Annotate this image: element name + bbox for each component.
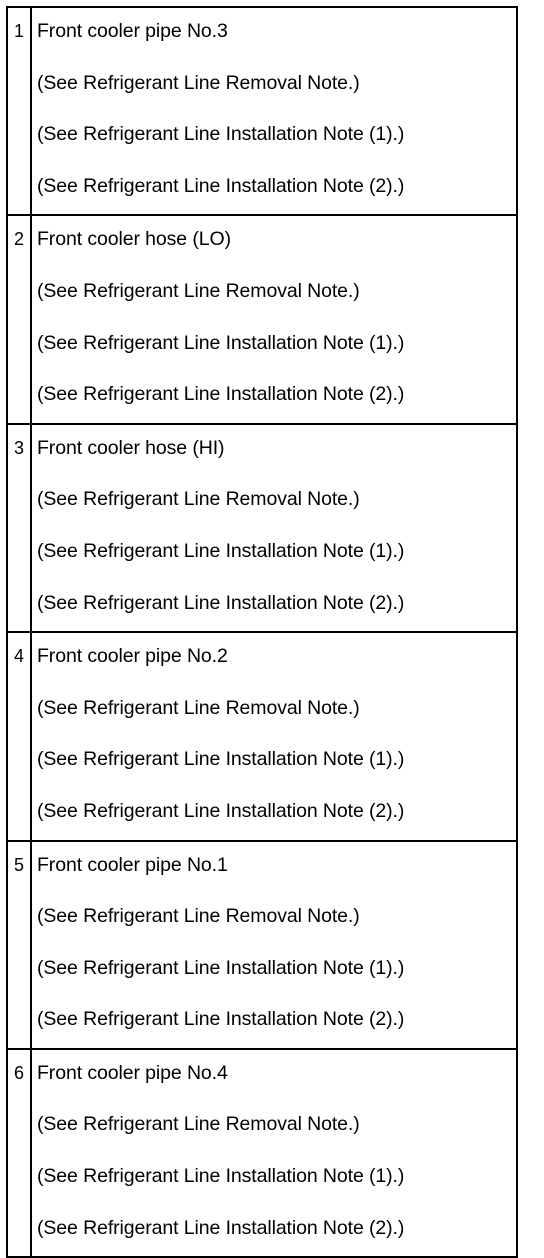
removal-note-link[interactable]: (See Refrigerant Line Removal Note.) [37, 71, 360, 94]
table-row: 4 Front cooler pipe No.2 (See Refrigeran… [6, 631, 518, 842]
removal-note-link[interactable]: (See Refrigerant Line Removal Note.) [37, 488, 360, 511]
installation-note-2-link[interactable]: (See Refrigerant Line Installation Note … [37, 383, 405, 406]
item-text-cell: Front cooler pipe No.1 (See Refrigerant … [30, 839, 518, 1050]
installation-note-2-link[interactable]: (See Refrigerant Line Installation Note … [37, 1008, 405, 1031]
removal-note-link[interactable]: (See Refrigerant Line Removal Note.) [37, 1113, 360, 1136]
part-name: Front cooler pipe No.2 [37, 645, 228, 668]
installation-note-2-link[interactable]: (See Refrigerant Line Installation Note … [37, 1216, 405, 1239]
installation-note-2-link[interactable]: (See Refrigerant Line Installation Note … [37, 591, 405, 614]
item-text-cell: Front cooler hose (LO) (See Refrigerant … [30, 214, 518, 425]
item-text-cell: Front cooler hose (HI) (See Refrigerant … [30, 422, 518, 634]
part-name: Front cooler pipe No.3 [37, 20, 228, 42]
installation-note-1-link[interactable]: (See Refrigerant Line Installation Note … [37, 1165, 405, 1188]
item-number-cell: 6 [6, 1047, 32, 1258]
item-number-cell: 2 [6, 214, 32, 425]
table-row: 3 Front cooler hose (HI) (See Refrigeran… [6, 422, 518, 634]
table-row: 5 Front cooler pipe No.1 (See Refrigeran… [6, 839, 518, 1050]
item-number: 6 [13, 1062, 24, 1083]
table-row: 6 Front cooler pipe No.4 (See Refrigeran… [6, 1047, 518, 1258]
installation-note-1-link[interactable]: (See Refrigerant Line Installation Note … [37, 748, 405, 771]
removal-note-link[interactable]: (See Refrigerant Line Removal Note.) [37, 696, 360, 719]
parts-table: 1 Front cooler pipe No.3 (See Refrigeran… [6, 5, 518, 1258]
removal-note-link[interactable]: (See Refrigerant Line Removal Note.) [37, 279, 360, 302]
item-number-cell: 5 [6, 839, 32, 1050]
part-name: Front cooler hose (HI) [37, 436, 225, 459]
item-number: 4 [13, 646, 24, 667]
item-number: 1 [13, 21, 24, 41]
installation-note-1-link[interactable]: (See Refrigerant Line Installation Note … [37, 956, 405, 979]
item-number: 5 [13, 854, 24, 875]
item-number-cell: 4 [6, 631, 32, 842]
table-row: 1 Front cooler pipe No.3 (See Refrigeran… [6, 5, 518, 217]
installation-note-1-link[interactable]: (See Refrigerant Line Installation Note … [37, 331, 405, 354]
item-number-cell: 1 [6, 5, 32, 217]
installation-note-1-link[interactable]: (See Refrigerant Line Installation Note … [37, 539, 405, 562]
installation-note-1-link[interactable]: (See Refrigerant Line Installation Note … [37, 123, 405, 146]
item-number: 2 [13, 229, 24, 250]
installation-note-2-link[interactable]: (See Refrigerant Line Installation Note … [37, 174, 405, 197]
item-text-cell: Front cooler pipe No.3 (See Refrigerant … [30, 5, 518, 217]
part-name: Front cooler pipe No.4 [37, 1061, 228, 1084]
item-number-cell: 3 [6, 422, 32, 634]
part-name: Front cooler hose (LO) [37, 228, 231, 251]
item-text-cell: Front cooler pipe No.2 (See Refrigerant … [30, 631, 518, 842]
part-name: Front cooler pipe No.1 [37, 853, 228, 876]
item-number: 3 [13, 437, 24, 458]
removal-note-link[interactable]: (See Refrigerant Line Removal Note.) [37, 905, 360, 928]
item-text-cell: Front cooler pipe No.4 (See Refrigerant … [30, 1047, 518, 1258]
table-row: 2 Front cooler hose (LO) (See Refrigeran… [6, 214, 518, 425]
installation-note-2-link[interactable]: (See Refrigerant Line Installation Note … [37, 799, 405, 822]
